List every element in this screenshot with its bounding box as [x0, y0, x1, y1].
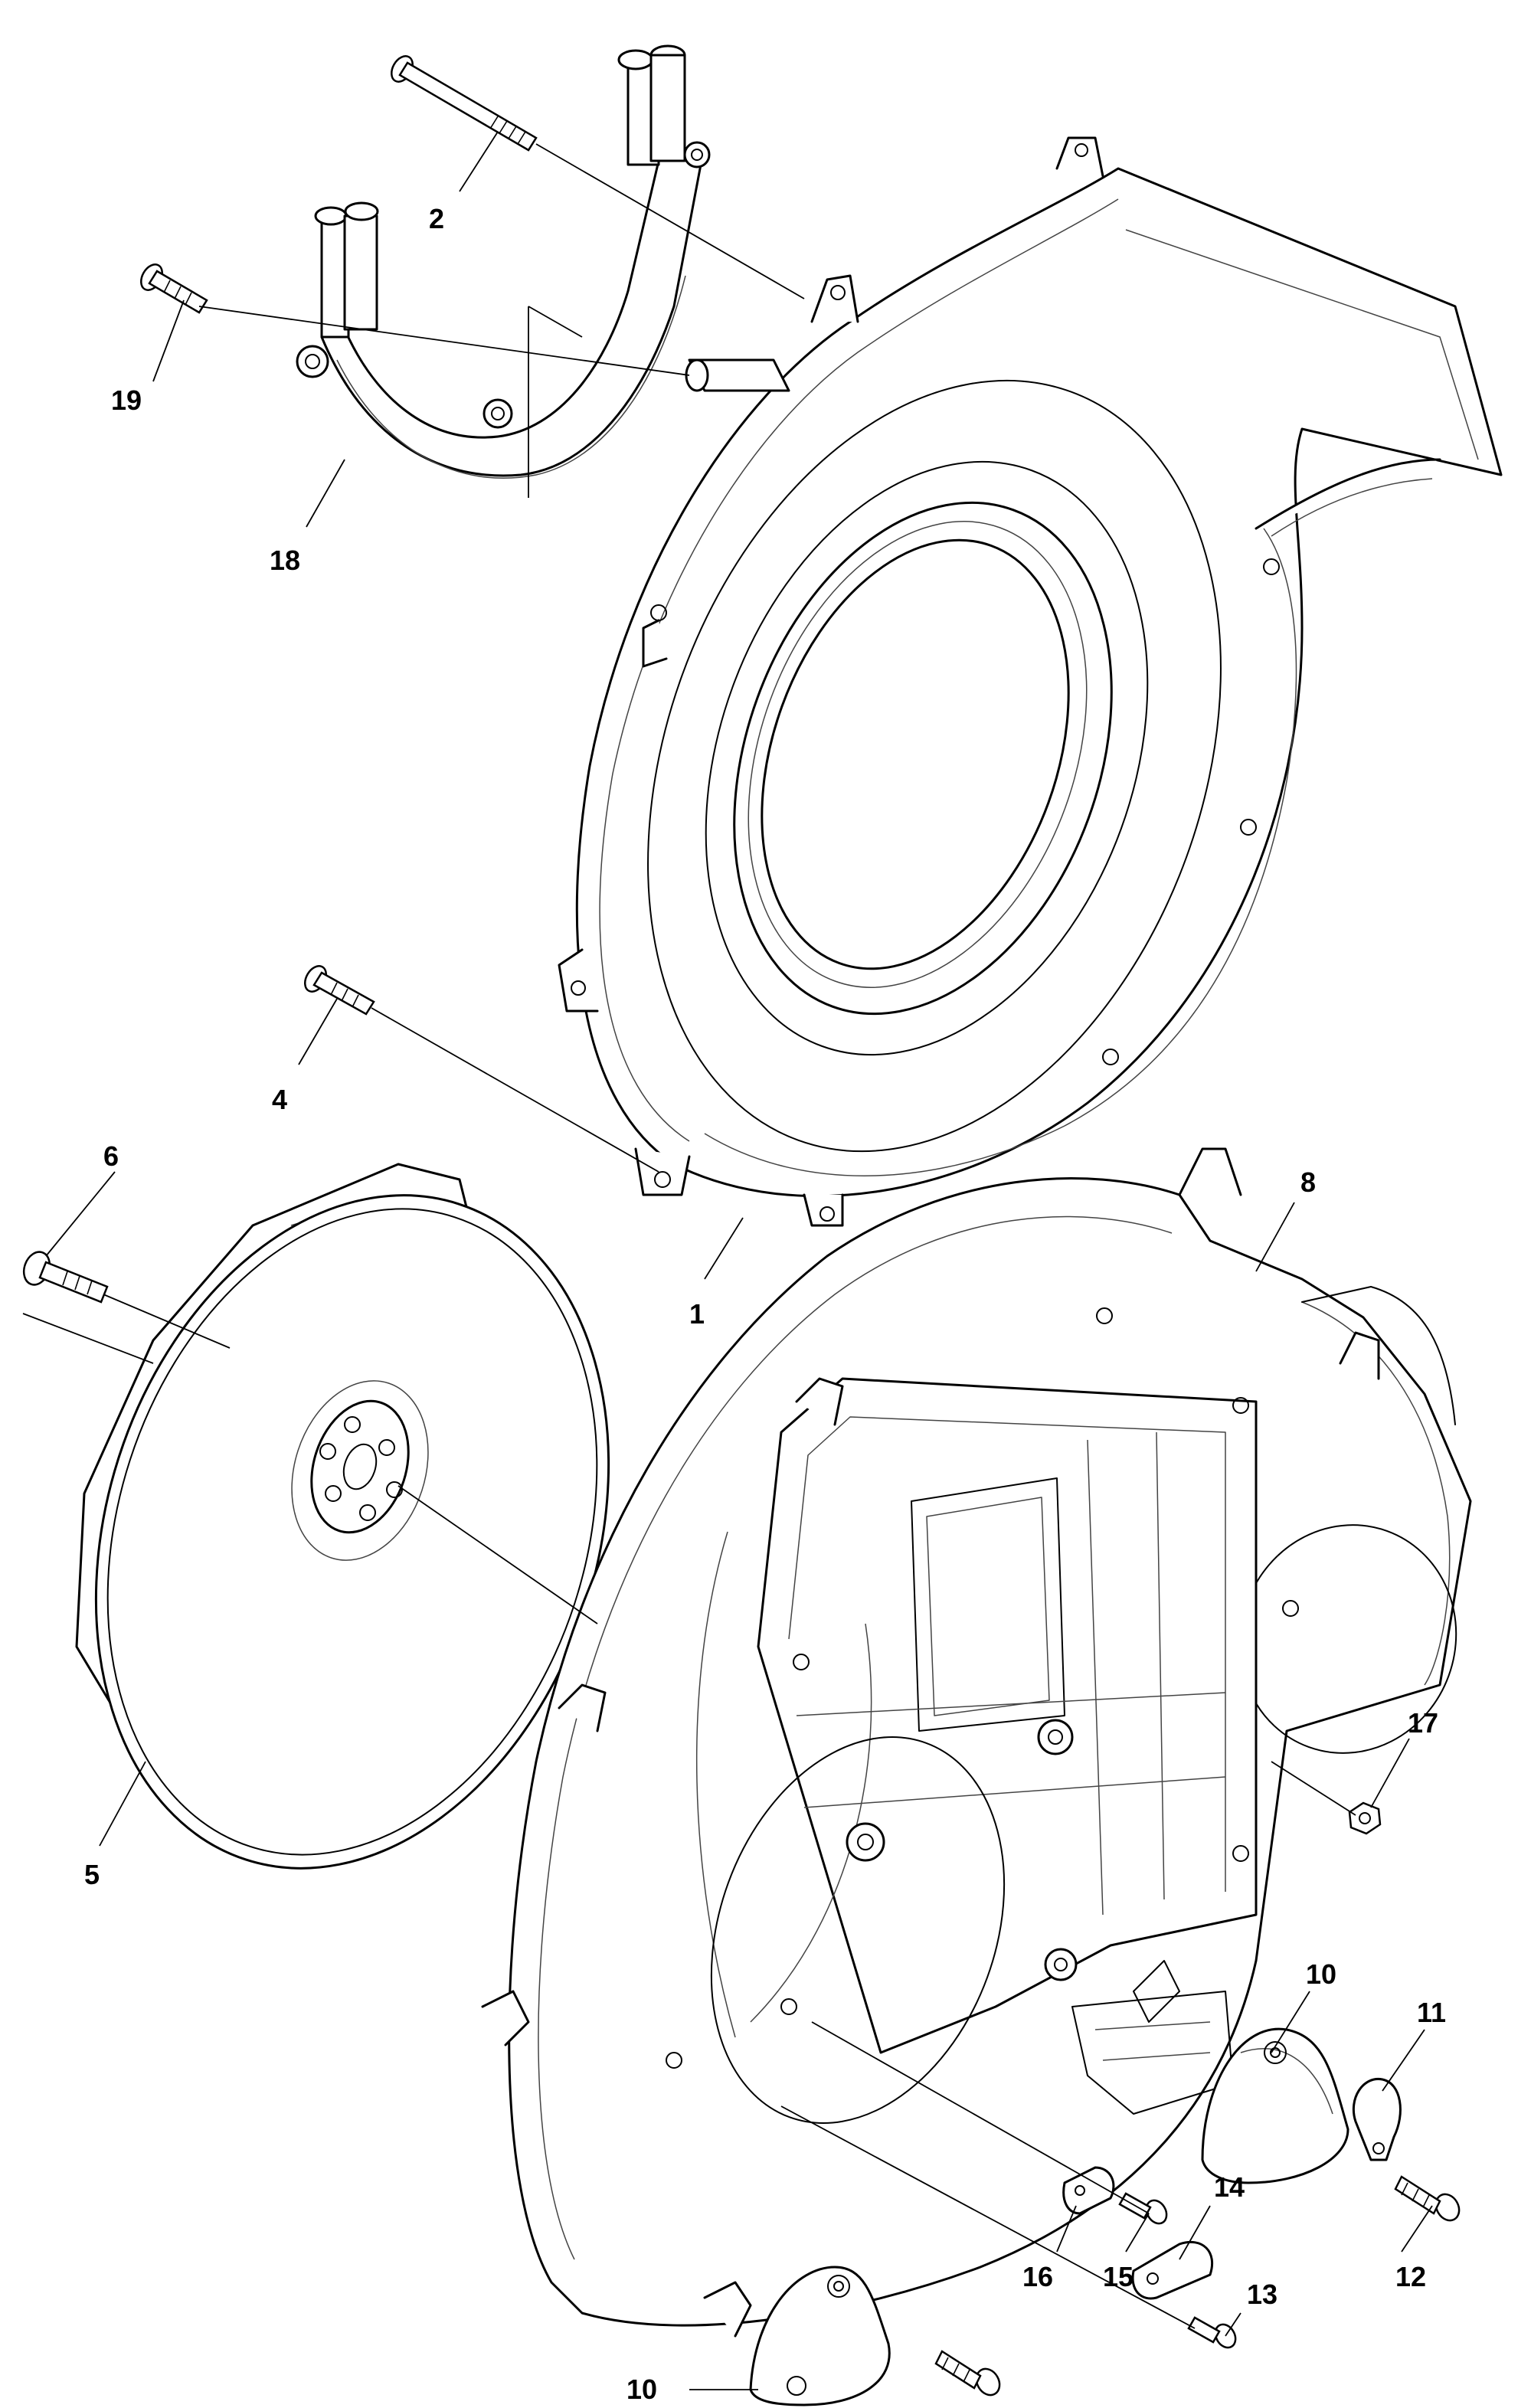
callout-16: 16 [1022, 2261, 1053, 2292]
callout-14: 14 [1214, 2171, 1245, 2203]
part-14-clamp [1131, 2240, 1214, 2300]
callout-18: 18 [270, 545, 300, 576]
part-8-main-housing [481, 1147, 1472, 2338]
callout-10-upper: 10 [1306, 1958, 1336, 1990]
part-17-nut [1348, 1801, 1382, 1835]
callout-labels: 1 2 4 5 6 8 10 10 11 12 13 14 15 16 17 1… [84, 203, 1446, 2405]
part-19-screw [140, 263, 208, 314]
callout-2: 2 [429, 203, 444, 234]
part-4-screw [304, 965, 375, 1016]
part-15-screw [1118, 2192, 1168, 2225]
part-12-screw [1394, 2175, 1461, 2222]
callout-5: 5 [84, 1859, 100, 1890]
part-1-housing-cover [558, 136, 1503, 1227]
part-11-clamp [1352, 2078, 1402, 2161]
assembly-lines [22, 143, 1356, 2329]
part-6-screw [22, 1251, 109, 1304]
callout-19: 19 [111, 384, 142, 416]
lower-foot-screw [934, 2350, 1001, 2397]
callout-17: 17 [1408, 1707, 1438, 1739]
callout-8: 8 [1300, 1166, 1316, 1198]
callout-leaders [45, 131, 1433, 2390]
callout-4: 4 [272, 1084, 287, 1115]
callout-13: 13 [1247, 2279, 1277, 2310]
callout-15: 15 [1103, 2261, 1134, 2292]
part-2-long-bolt [391, 55, 538, 152]
callout-11: 11 [1417, 1997, 1446, 2028]
part-16-clamp [1062, 2166, 1115, 2215]
callout-1: 1 [689, 1298, 705, 1330]
part-10-foot-upper [1201, 2027, 1349, 2184]
part-10-foot-lower [749, 2266, 891, 2406]
part-5-impeller-fan [75, 1163, 610, 1870]
part-13-screw [1187, 2316, 1237, 2349]
part-18-tube-bracket [296, 44, 711, 479]
callout-12: 12 [1395, 2261, 1426, 2292]
callout-6: 6 [103, 1140, 119, 1172]
callout-10-lower: 10 [626, 2374, 657, 2405]
